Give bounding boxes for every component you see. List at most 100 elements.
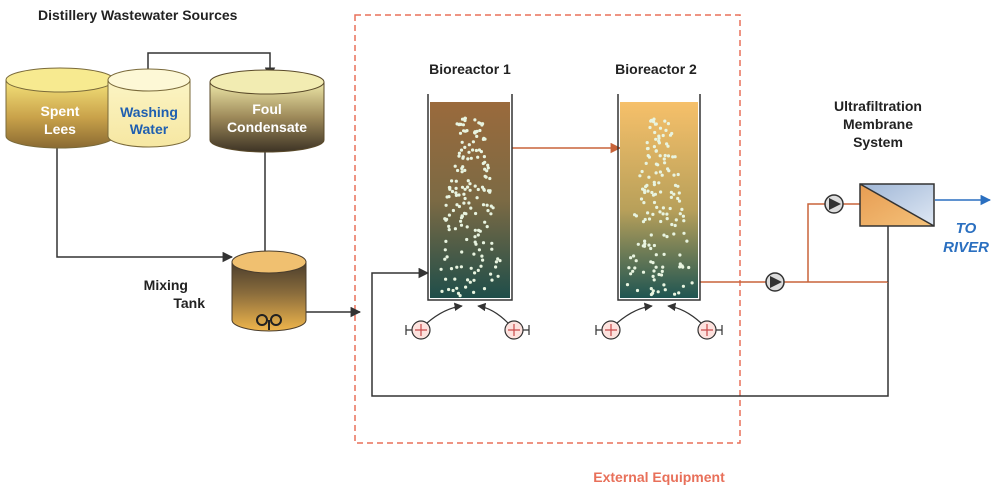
- bubble: [678, 212, 682, 216]
- bubble: [631, 269, 635, 273]
- bubble: [468, 182, 472, 186]
- bubble: [443, 217, 447, 221]
- bubble: [649, 260, 653, 264]
- bubble: [658, 126, 663, 130]
- bubble: [643, 242, 647, 246]
- bubble: [453, 164, 457, 168]
- bubble: [460, 117, 465, 121]
- bubble: [467, 150, 471, 154]
- bubble: [471, 140, 475, 144]
- pump-icon-main: [765, 272, 785, 292]
- bubble: [676, 196, 680, 201]
- bubble: [662, 233, 666, 237]
- bubble: [647, 217, 652, 221]
- bioreactor-2-label: Bioreactor 2: [615, 61, 697, 77]
- bubble: [646, 189, 650, 193]
- bubble: [665, 212, 669, 216]
- pipe-recycle: [371, 267, 889, 397]
- bubble: [642, 201, 646, 205]
- bubble: [482, 187, 486, 191]
- bubble: [467, 143, 471, 147]
- bubble: [474, 148, 478, 153]
- mixing-tank: [231, 250, 307, 332]
- bubble: [663, 288, 667, 292]
- bubble: [453, 227, 457, 231]
- bubble: [661, 212, 665, 216]
- bubble: [445, 255, 449, 259]
- bubble: [477, 121, 481, 125]
- bubble: [463, 187, 467, 191]
- bubble: [460, 250, 464, 254]
- bubble: [649, 287, 653, 291]
- bubble: [672, 173, 676, 177]
- bubble: [651, 212, 655, 216]
- bubble: [649, 233, 653, 237]
- bubble: [457, 151, 461, 155]
- bubble: [673, 292, 677, 296]
- bubble: [638, 174, 642, 178]
- bubble: [654, 253, 658, 257]
- mixer-icon: [256, 314, 282, 330]
- bubble: [678, 253, 682, 257]
- bubble: [652, 145, 657, 149]
- external-equipment-box: [354, 14, 741, 444]
- bubble: [676, 172, 680, 177]
- aeration-blower-icon: [477, 302, 530, 340]
- bubble: [665, 142, 669, 146]
- bubble: [673, 223, 677, 228]
- bubble: [454, 193, 458, 197]
- bubble: [490, 241, 494, 245]
- bioreactor-1-label: Bioreactor 1: [429, 61, 511, 77]
- bubble: [454, 191, 458, 195]
- bubble: [477, 228, 481, 232]
- outlet-label-1: TO: [956, 220, 977, 237]
- pump-icon-membrane: [824, 194, 844, 214]
- bubble: [639, 197, 644, 201]
- bubble: [444, 277, 448, 281]
- bubble: [673, 183, 678, 187]
- bubble: [443, 248, 447, 252]
- bubble: [454, 179, 458, 183]
- bubble: [681, 284, 686, 288]
- bubble: [651, 289, 655, 293]
- bubble: [655, 205, 659, 209]
- bubble: [449, 267, 454, 271]
- bubble: [654, 162, 659, 166]
- bubble: [481, 203, 486, 207]
- bubble: [661, 206, 666, 210]
- bubble: [458, 294, 462, 298]
- bubble: [489, 204, 493, 208]
- bubble: [496, 274, 500, 278]
- bubble: [488, 189, 492, 193]
- bubble: [444, 239, 448, 243]
- bubble: [482, 155, 486, 159]
- bubble: [672, 192, 676, 196]
- bubble: [475, 134, 479, 138]
- bubble: [663, 153, 667, 158]
- washing-water-label-2: Water: [130, 121, 169, 137]
- bubble: [475, 196, 479, 200]
- bubble: [635, 288, 640, 293]
- bubble: [461, 156, 465, 160]
- bubble: [662, 252, 666, 256]
- bubble: [483, 220, 487, 224]
- bubble: [461, 123, 465, 127]
- bubble: [473, 184, 477, 188]
- bubble: [680, 264, 684, 268]
- bubble: [634, 259, 638, 263]
- bubble: [665, 235, 669, 239]
- foul-condensate-tank: Foul Condensate: [209, 69, 325, 153]
- bubble: [447, 287, 451, 292]
- bubble: [455, 203, 459, 207]
- bubble: [481, 258, 485, 262]
- bubble: [662, 157, 666, 161]
- bubble: [477, 148, 481, 152]
- bubble: [654, 149, 658, 153]
- pipe-pump-to-membrane: [807, 203, 825, 282]
- bubble: [478, 128, 482, 133]
- diagram-title: Distillery Wastewater Sources: [38, 7, 238, 23]
- bubble: [462, 201, 466, 205]
- bubble: [682, 219, 686, 223]
- bubble: [443, 257, 447, 261]
